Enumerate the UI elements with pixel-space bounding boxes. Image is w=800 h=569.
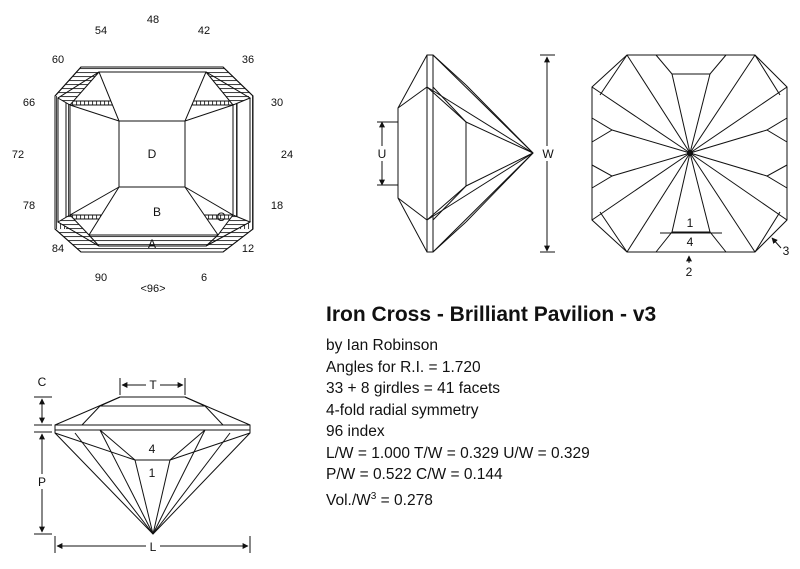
design-info-panel: Iron Cross - Brilliant Pavilion - v3 by … — [326, 303, 656, 511]
index-wheel-labels: 48 54 42 60 36 66 30 72 24 78 18 84 12 9… — [12, 14, 293, 295]
crown-girdle-label: A — [148, 237, 156, 251]
pavilion-side-view — [377, 54, 555, 253]
crown-table-label: D — [148, 147, 157, 161]
pavilion-facet-4-label: 4 — [687, 235, 694, 249]
t-dimension-label: T — [149, 378, 157, 392]
crown-main-label: B — [153, 205, 161, 219]
index-label: 24 — [281, 149, 293, 161]
index-label: 54 — [95, 25, 107, 37]
index-footer: <96> — [140, 283, 165, 295]
u-dimension-label: U — [378, 147, 387, 161]
index-label: 66 — [23, 97, 35, 109]
profile-view — [34, 378, 251, 553]
pavilion-pointer-3-label: 3 — [783, 244, 790, 258]
volume-exponent: 3 — [370, 490, 377, 502]
info-ratios-2: P/W = 0.522 C/W = 0.144 — [326, 466, 503, 483]
info-facets: 33 + 8 girdles = 41 facets — [326, 380, 501, 397]
p-dimension-label: P — [38, 475, 46, 489]
index-label: 12 — [242, 243, 254, 255]
index-label: 84 — [52, 243, 64, 255]
profile-facet-4-label: 4 — [149, 442, 156, 456]
info-symmetry: 4-fold radial symmetry — [326, 401, 479, 419]
index-label: 78 — [23, 200, 35, 212]
index-label: 18 — [271, 200, 283, 212]
info-ratios-1: L/W = 1.000 T/W = 0.329 U/W = 0.329 — [326, 444, 590, 462]
profile-facet-1-label: 1 — [149, 466, 156, 480]
crown-facet-labels: D B C A — [148, 147, 226, 251]
crown-table — [118, 120, 186, 188]
profile-outline — [54, 396, 251, 535]
crown-corner-label: C — [217, 210, 226, 224]
info-index: 96 index — [326, 423, 385, 440]
pavilion-facet-1-label: 1 — [687, 216, 694, 230]
index-label: 48 — [147, 14, 159, 26]
pavilion-top-view — [591, 54, 788, 263]
c-dimension-label: C — [38, 375, 47, 389]
info-angles: Angles for R.I. = 1.720 — [326, 358, 481, 376]
volume-value: = 0.278 — [376, 491, 433, 509]
l-dimension-label: L — [150, 540, 157, 554]
design-title: Iron Cross - Brilliant Pavilion - v3 — [326, 303, 657, 326]
index-label: 60 — [52, 54, 64, 66]
info-volume: Vol./W3 = 0.278 — [326, 486, 656, 512]
index-label: 72 — [12, 149, 24, 161]
info-author: by Ian Robinson — [326, 337, 439, 354]
volume-prefix: Vol./W — [326, 491, 371, 509]
index-label: 30 — [271, 97, 283, 109]
index-label: 42 — [198, 25, 210, 37]
index-label: 90 — [95, 272, 107, 284]
crown-view — [54, 66, 254, 253]
index-label: 36 — [242, 54, 254, 66]
w-dimension-label: W — [542, 147, 554, 161]
pavilion-pointer-2-label: 2 — [686, 265, 693, 279]
index-label: 6 — [201, 272, 207, 284]
